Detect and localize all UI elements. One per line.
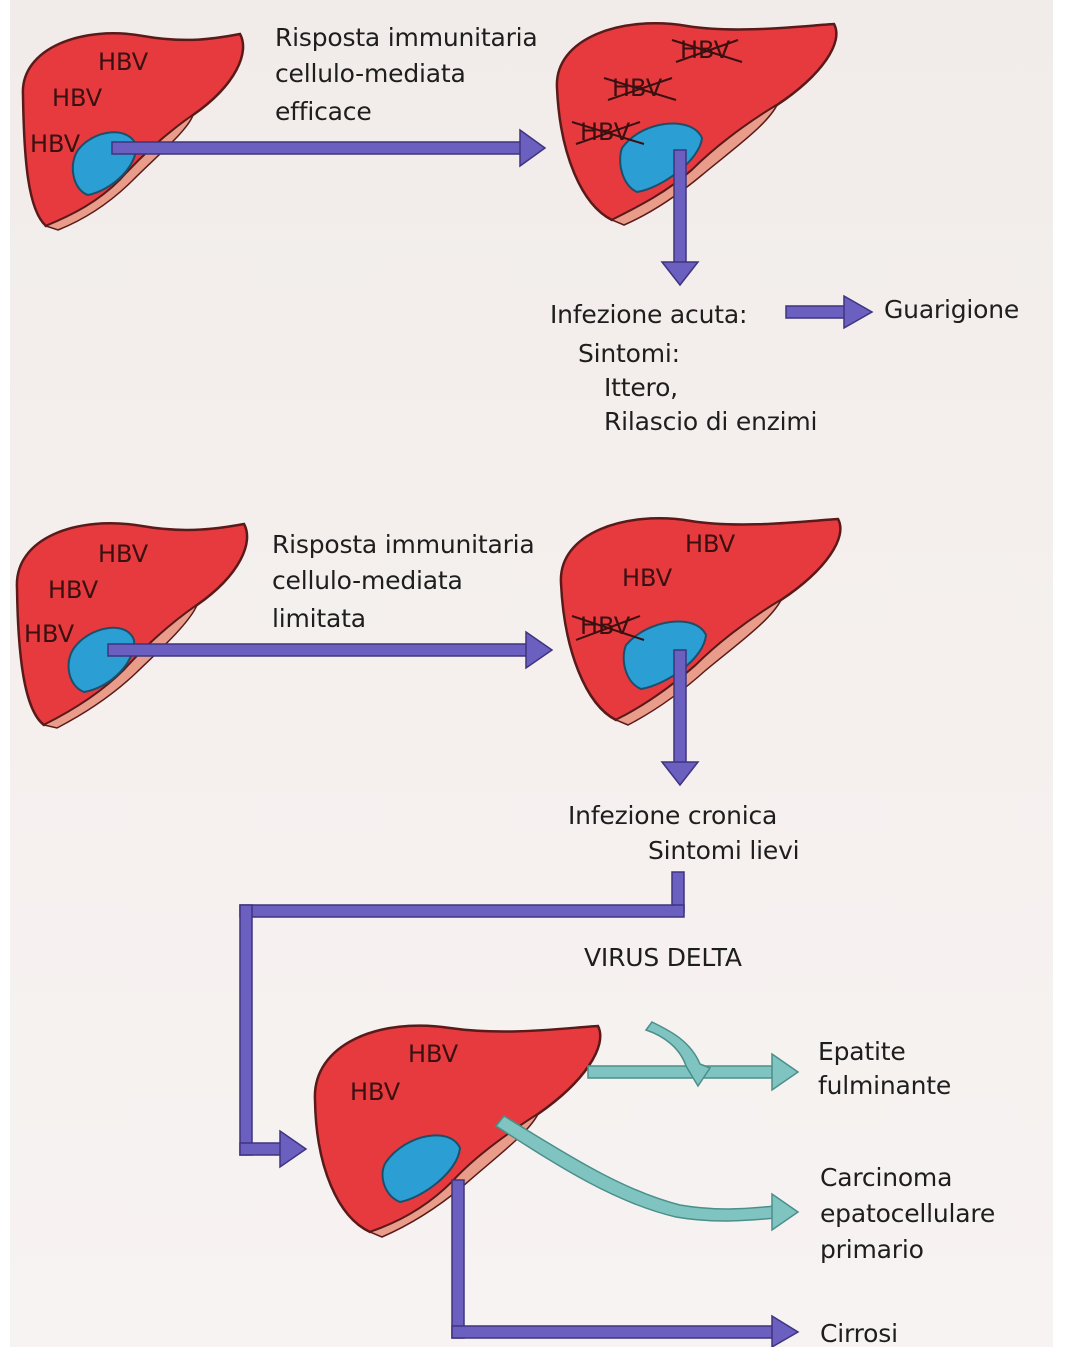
response-effective-line-1: Risposta immunitaria [275,20,538,55]
recovery-label: Guarigione [884,292,1019,327]
hbv-marker: HBV [685,530,736,558]
arrow-to-carcinoma [496,1116,798,1230]
response-limited-line-1: Risposta immunitaria [272,527,535,562]
fulminant-line-2: fulminante [818,1068,951,1103]
arrow-to-fulminant [588,1022,798,1090]
hbv-marker: HBV [350,1078,401,1106]
acute-symptom-enzymes: Rilascio di enzimi [604,404,817,439]
response-limited-line-3: limitata [272,601,366,636]
carcinoma-line-3: primario [820,1232,924,1267]
hbv-marker: HBV [48,576,99,604]
hbv-marker: HBV [30,130,81,158]
hbv-marker: HBV [98,540,149,568]
hbv-marker: HBV [24,620,75,648]
hbv-marker: HBV [52,84,103,112]
hbv-marker: HBV [622,564,673,592]
carcinoma-line-1: Carcinoma [820,1160,952,1195]
cirrhosis-label: Cirrosi [820,1316,898,1347]
fulminant-line-1: Epatite [818,1034,906,1069]
arrow-to-cirrhosis [452,1180,798,1347]
hbv-marker: HBV [408,1040,459,1068]
response-limited-line-2: cellulo-mediata [272,563,463,598]
acute-symptoms-label: Sintomi: [578,336,680,371]
arrow-to-recovery [786,296,872,328]
response-effective-line-3: efficace [275,94,372,129]
delta-virus-label: VIRUS DELTA [584,940,742,975]
acute-symptom-jaundice: Ittero, [604,370,678,405]
chronic-symptoms-label: Sintomi lievi [648,833,799,868]
hbv-marker: HBV [98,48,149,76]
chronic-infection-label: Infezione cronica [568,798,777,833]
carcinoma-line-2: epatocellulare [820,1196,995,1231]
acute-infection-label: Infezione acuta: [550,297,747,332]
response-effective-line-2: cellulo-mediata [275,56,466,91]
arrow-limited-response [108,632,552,668]
